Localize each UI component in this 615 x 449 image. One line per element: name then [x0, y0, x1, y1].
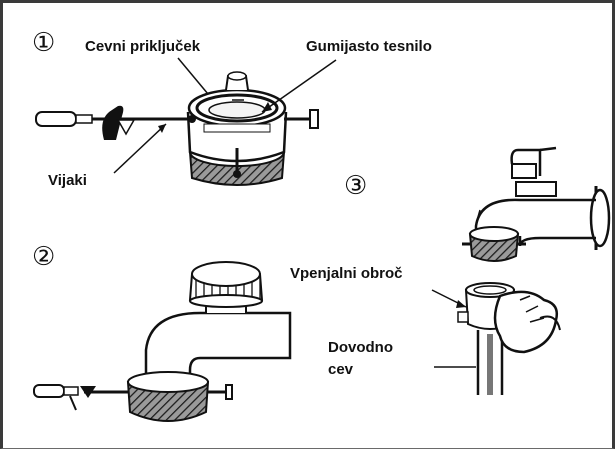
connector-unit-2	[84, 372, 232, 421]
hand-1	[102, 106, 134, 140]
pointer-screws	[114, 124, 166, 173]
label-screws: Vijaki	[48, 172, 87, 189]
step-3-number: ③	[344, 171, 367, 201]
hand-3	[495, 292, 560, 352]
label-inlet-hose-line2: cev	[328, 361, 354, 378]
faucet-2	[146, 262, 290, 378]
label-clamp-ring: Vpenjalni obroč	[290, 265, 403, 282]
pointer-pipe-connector	[178, 58, 208, 94]
step-2-number: ②	[32, 242, 55, 272]
screwdriver-2	[34, 385, 96, 410]
label-pipe-connector: Cevni priključek	[85, 38, 201, 55]
step-1-number: ①	[32, 28, 55, 58]
label-rubber-seal: Gumijasto tesnilo	[306, 38, 432, 55]
connector-unit-1	[188, 72, 318, 185]
faucet-3	[462, 148, 609, 261]
pointer-rubber-seal	[262, 60, 336, 112]
label-inlet-hose-line1: Dovodno	[328, 339, 393, 356]
